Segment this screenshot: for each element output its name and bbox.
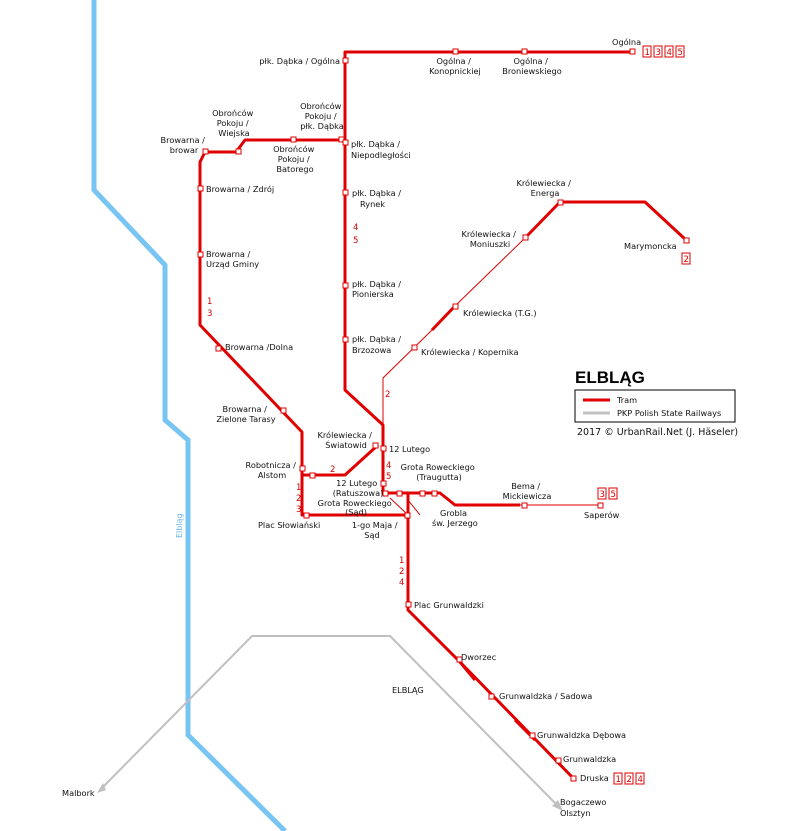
label-ogolna-konopnickiej: Ogólna / Konopnickiej bbox=[429, 56, 481, 76]
line-boxes: 1 3 4 5 2 3 5 1 2 4 bbox=[597, 45, 691, 785]
label-grunwaldzka: Grunwaldzka bbox=[563, 754, 616, 764]
label-saperow: Saperów bbox=[584, 510, 620, 520]
line-label-stack-2: 2 bbox=[296, 494, 301, 504]
label-browarna-urzad: Browarna / Urząd Gminy bbox=[206, 249, 259, 269]
label-malbork: Malbork bbox=[62, 788, 95, 798]
svg-text:3: 3 bbox=[600, 490, 605, 500]
label-grunwaldzka-sadowa: Grunwaldzka / Sadowa bbox=[499, 691, 592, 701]
svg-text:4: 4 bbox=[638, 775, 643, 785]
svg-text:5: 5 bbox=[611, 490, 616, 500]
svg-text:3: 3 bbox=[656, 48, 661, 58]
line-label-stack-1: 1 bbox=[296, 483, 301, 493]
label-grunwaldzka-debowa: Grunwaldzka Dębowa bbox=[537, 730, 626, 740]
label-dworzec: Dworzec bbox=[461, 652, 496, 662]
map-title: ELBLĄG bbox=[575, 368, 645, 387]
line-label-robotnicza-2: 2 bbox=[330, 465, 335, 475]
label-elblag-rail: ELBLĄG bbox=[392, 685, 424, 695]
label-12-lutego-ratuszowa: 12 Lutego (Ratuszowa) bbox=[333, 478, 384, 498]
label-grota-sad: Grota Roweckiego (Sąd) bbox=[318, 498, 395, 517]
label-browarna-browar: Browarna / browar bbox=[161, 135, 208, 155]
label-grobla: Grobla św. Jerzego bbox=[432, 508, 478, 528]
rail-arrow-olsztyn bbox=[552, 800, 563, 811]
label-dabka-rynek: płk. Dąbka / Rynek bbox=[352, 188, 404, 209]
label-obroncow-batorego: Obrońców Pokoju / Batorego bbox=[273, 144, 317, 174]
label-bema-mickiewicza: Bema / Mickiewicza bbox=[503, 481, 552, 501]
label-dabka-ogolna: płk. Dąbka / Ogólna bbox=[259, 56, 340, 66]
label-dabka-brzozowa: płk. Dąbka / Brzozowa bbox=[352, 334, 404, 355]
line-label-dabka-4: 4 bbox=[353, 223, 358, 233]
line-label-lutego-4: 4 bbox=[386, 461, 391, 471]
legend: Tram PKP Polish State Railways bbox=[574, 389, 736, 423]
railway-lines bbox=[99, 635, 561, 809]
line-box-marymoncka: 2 bbox=[681, 252, 691, 265]
label-krolewiecka-moniuszki: Królewiecka / Moniuszki bbox=[462, 229, 519, 249]
label-krolewiecka-kopernika: Królewiecka / Kopernika bbox=[421, 347, 518, 357]
line-label-browarna-1: 1 bbox=[207, 297, 212, 307]
svg-text:2: 2 bbox=[684, 255, 689, 265]
label-druska: Druska bbox=[580, 773, 609, 783]
svg-text:1: 1 bbox=[645, 48, 650, 58]
svg-text:1: 1 bbox=[616, 775, 621, 785]
label-12-lutego: 12 Lutego bbox=[389, 444, 430, 454]
line-label-lutego-5: 5 bbox=[386, 472, 391, 482]
label-dabka-niepodleglosci: płk. Dąbka / Niepodległości bbox=[351, 139, 411, 160]
label-browarna-dolna: Browarna /Dolna bbox=[225, 342, 293, 352]
line-label-browarna-3: 3 bbox=[207, 309, 212, 319]
rail-arrow-malbork bbox=[97, 783, 106, 793]
line-label-dabka-5: 5 bbox=[353, 236, 358, 246]
svg-text:5: 5 bbox=[678, 48, 683, 58]
label-obroncow-dabka: Obrońców Pokoju / płk. Dąbka bbox=[300, 101, 344, 131]
line-label-grunwaldzka-2: 2 bbox=[399, 567, 404, 577]
line-label-stack-3: 3 bbox=[296, 505, 301, 515]
svg-text:2: 2 bbox=[627, 775, 632, 785]
line-box-saperow: 3 5 bbox=[597, 487, 618, 500]
river-elblag bbox=[91, 0, 287, 831]
label-robotnicza-alstom: Robotnicza / Alstom bbox=[246, 460, 299, 480]
station-labels: Ogólna Ogólna / Konopnickiej Ogólna / Br… bbox=[62, 37, 677, 818]
label-plac-slowianski: Plac Słowiański bbox=[258, 520, 320, 530]
line-box-druska: 1 2 4 bbox=[613, 772, 645, 785]
line-numbers: 4 5 1 3 2 2 1 2 3 4 5 1 2 4 bbox=[207, 223, 404, 588]
label-browarna-zielone: Browarna / Zielone Tarasy bbox=[216, 404, 275, 424]
line-label-grunwaldzka-4: 4 bbox=[399, 578, 404, 588]
line-label-grunwaldzka-1: 1 bbox=[399, 556, 404, 566]
river-label: Elbląg bbox=[175, 513, 184, 538]
label-grota-traugutta: Grota Roweckiego (Traugutta) bbox=[401, 462, 478, 482]
label-krolewiecka-tg: Królewiecka (T.G.) bbox=[463, 308, 537, 318]
label-ogolna: Ogólna bbox=[612, 37, 641, 47]
label-bogaczewo-olsztyn: Bogaczewo Olsztyn bbox=[560, 797, 609, 818]
credit: 2017 © UrbanRail.Net (J. Häseler) bbox=[577, 427, 738, 438]
station-markers bbox=[197, 48, 690, 782]
label-krolewiecka-energa: Królewiecka / Energa bbox=[517, 178, 574, 198]
legend-rail: PKP Polish State Railways bbox=[617, 408, 721, 418]
label-plac-grunwaldzki: Plac Grunwaldzki bbox=[414, 600, 484, 610]
line-label-krolewiecka-2: 2 bbox=[385, 390, 390, 400]
label-1-maja-sad: 1-go Maja / Sąd bbox=[352, 520, 400, 540]
label-krolewiecka-swiatowid: Królewiecka / Światowid bbox=[318, 430, 375, 450]
label-ogolna-broniewskiego: Ogólna / Broniewskiego bbox=[502, 56, 562, 76]
line-box-ogolna: 1 3 4 5 bbox=[642, 45, 685, 58]
label-obroncow-wiejska: Obrońców Pokoju / Wiejska bbox=[212, 108, 256, 138]
label-browarna-zdroj: Browarna / Zdrój bbox=[206, 184, 274, 194]
svg-text:4: 4 bbox=[667, 48, 672, 58]
legend-tram: Tram bbox=[616, 395, 637, 405]
label-dabka-pionierska: płk. Dąbka / Pionierska bbox=[352, 279, 404, 299]
label-marymoncka: Marymoncka bbox=[624, 241, 677, 251]
